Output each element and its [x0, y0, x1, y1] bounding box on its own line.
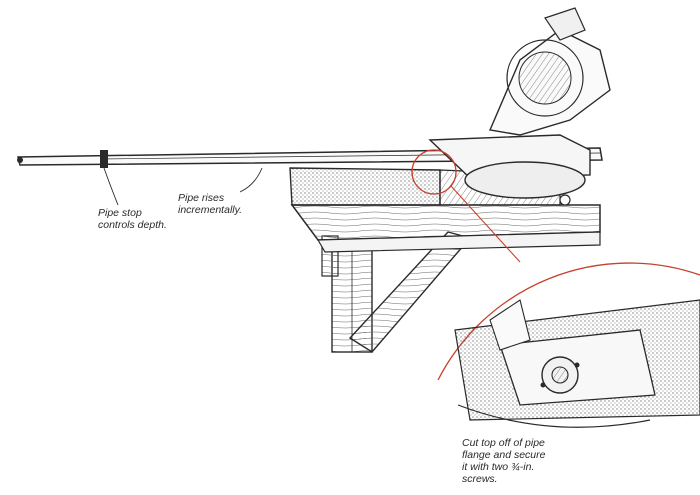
- caption-pipe-rises: Pipe rises incrementally.: [178, 192, 242, 216]
- caption-flange-note: Cut top off of pipe flange and secure it…: [462, 437, 546, 485]
- detail-inset: [437, 262, 700, 428]
- pipe-rises-leader: [239, 167, 263, 193]
- detail-callout-marker: [411, 149, 457, 195]
- pipe-stop: [100, 150, 119, 206]
- caption-pipe-stop: Pipe stop controls depth.: [98, 207, 167, 231]
- table-leg: [321, 235, 373, 353]
- detail-callout-leader: [450, 185, 521, 263]
- table-top: [290, 204, 601, 253]
- miter-saw: [428, 7, 611, 206]
